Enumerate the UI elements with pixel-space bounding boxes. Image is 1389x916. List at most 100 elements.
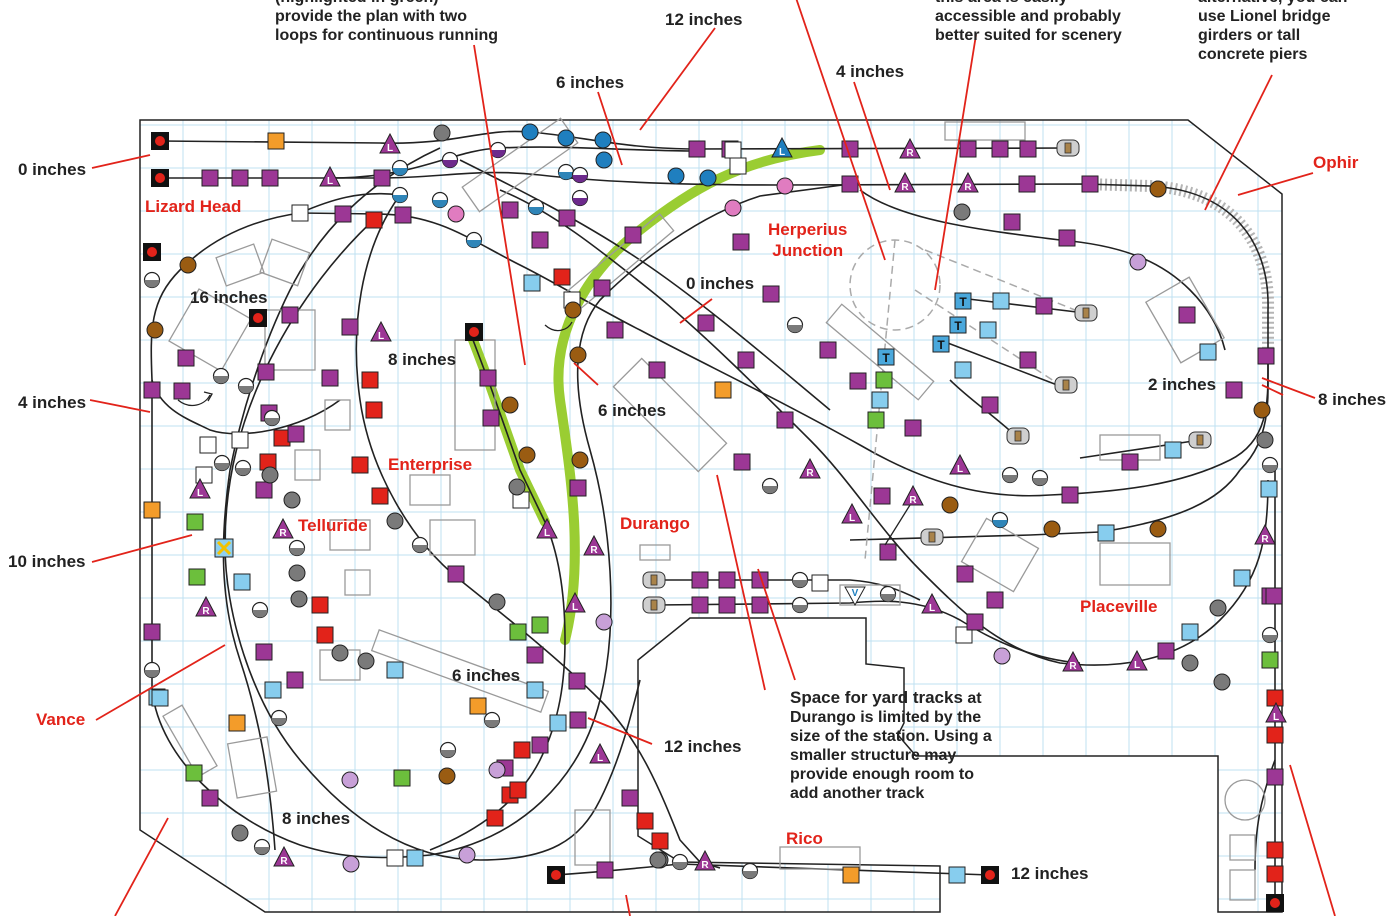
track-marker <box>331 644 349 662</box>
town-label: Vance <box>36 710 86 729</box>
bumper-marker <box>1062 379 1070 391</box>
leader-line <box>679 298 713 324</box>
track-marker <box>733 453 751 471</box>
track-marker <box>311 596 329 614</box>
turnout-marker <box>319 165 341 187</box>
yard-note-bold: Space for yard tracks <box>790 688 963 707</box>
bridge-girders <box>1084 178 1275 356</box>
track-marker <box>488 761 506 779</box>
scenery-note: this area is easily accessible and proba… <box>935 0 1122 44</box>
track-marker <box>1035 297 1053 315</box>
turnout-marker <box>1254 523 1276 545</box>
track-marker <box>144 280 160 288</box>
track-marker <box>509 623 527 641</box>
track-marker <box>412 545 428 553</box>
track-marker <box>146 321 164 339</box>
signal-marker <box>469 327 479 337</box>
track-marker <box>341 318 359 336</box>
elevation-label: 10 inches <box>8 552 86 571</box>
turnout-marker <box>899 137 921 159</box>
track-marker <box>386 512 404 530</box>
track-marker <box>264 681 282 699</box>
track-marker <box>334 205 352 223</box>
track-marker <box>199 436 217 454</box>
track-marker <box>1181 623 1199 641</box>
town-label: Placeville <box>1080 597 1158 616</box>
track-marker <box>255 643 273 661</box>
track-marker <box>447 205 465 223</box>
track-marker <box>606 321 624 339</box>
elevation-label: 8 inches <box>388 350 457 369</box>
track-marker <box>1121 453 1139 471</box>
track-marker <box>393 769 411 787</box>
turnout-marker <box>536 517 558 539</box>
track-marker <box>667 167 685 185</box>
elevation-label: 4 inches <box>836 62 905 81</box>
direction-arrow <box>884 504 911 546</box>
track-marker <box>849 372 867 390</box>
crossing-marker <box>216 540 232 556</box>
track-marker <box>718 596 736 614</box>
bridge-note: alternative, you can use Lionel bridge g… <box>1198 0 1347 63</box>
track-marker <box>185 764 203 782</box>
turnout-marker <box>272 517 294 539</box>
track-marker <box>572 198 588 206</box>
turnout-marker <box>844 586 866 607</box>
leader-line <box>1261 377 1316 399</box>
elevation-label: 8 inches <box>282 809 351 828</box>
track-marker <box>572 175 588 183</box>
track-marker <box>904 419 922 437</box>
track-marker <box>992 520 1008 528</box>
turnout-label: R <box>279 528 287 539</box>
track-marker <box>469 697 487 715</box>
track-marker <box>392 195 408 203</box>
track-marker <box>518 446 536 464</box>
signal-marker <box>985 870 995 880</box>
track-marker <box>1266 726 1284 744</box>
track-marker <box>1149 520 1167 538</box>
track-marker <box>981 396 999 414</box>
track-marker <box>392 168 408 176</box>
track-marker <box>966 613 984 631</box>
track-marker <box>252 610 268 618</box>
track-marker <box>186 513 204 531</box>
track-marker <box>1032 478 1048 486</box>
track-marker <box>954 361 972 379</box>
elevation-label: 6 inches <box>452 666 521 685</box>
track-marker <box>1265 587 1283 605</box>
track-marker <box>261 466 279 484</box>
track-marker <box>179 256 197 274</box>
track-marker <box>1262 465 1278 473</box>
track-marker <box>231 824 249 842</box>
turntable-marker <box>949 316 967 334</box>
turntable-label: T <box>954 319 962 333</box>
track-marker <box>466 240 482 248</box>
signal-marker <box>155 173 165 183</box>
track-marker <box>819 341 837 359</box>
town-label: Rico <box>786 829 823 848</box>
track-marker <box>235 468 251 476</box>
bumper-marker <box>1082 307 1090 319</box>
turnout-marker <box>370 320 392 342</box>
track-marker <box>373 169 391 187</box>
track-marker <box>569 479 587 497</box>
leader-line <box>597 91 623 166</box>
leader-line <box>89 399 151 413</box>
structures <box>162 117 1266 901</box>
bumper-marker <box>1014 430 1022 442</box>
track-marker <box>724 199 742 217</box>
track-marker <box>991 140 1009 158</box>
track-marker <box>201 789 219 807</box>
signal-marker <box>155 136 165 146</box>
track-marker <box>173 382 191 400</box>
track-marker <box>553 268 571 286</box>
track-marker <box>841 175 859 193</box>
leader-line <box>716 474 766 691</box>
bumper-marker <box>650 599 658 611</box>
track-marker <box>267 132 285 150</box>
track-marker <box>486 809 504 827</box>
leader-line <box>625 894 631 916</box>
turnout-marker <box>771 136 793 158</box>
elevation-label: 12 inches <box>1011 864 1089 883</box>
track-marker <box>264 418 280 426</box>
